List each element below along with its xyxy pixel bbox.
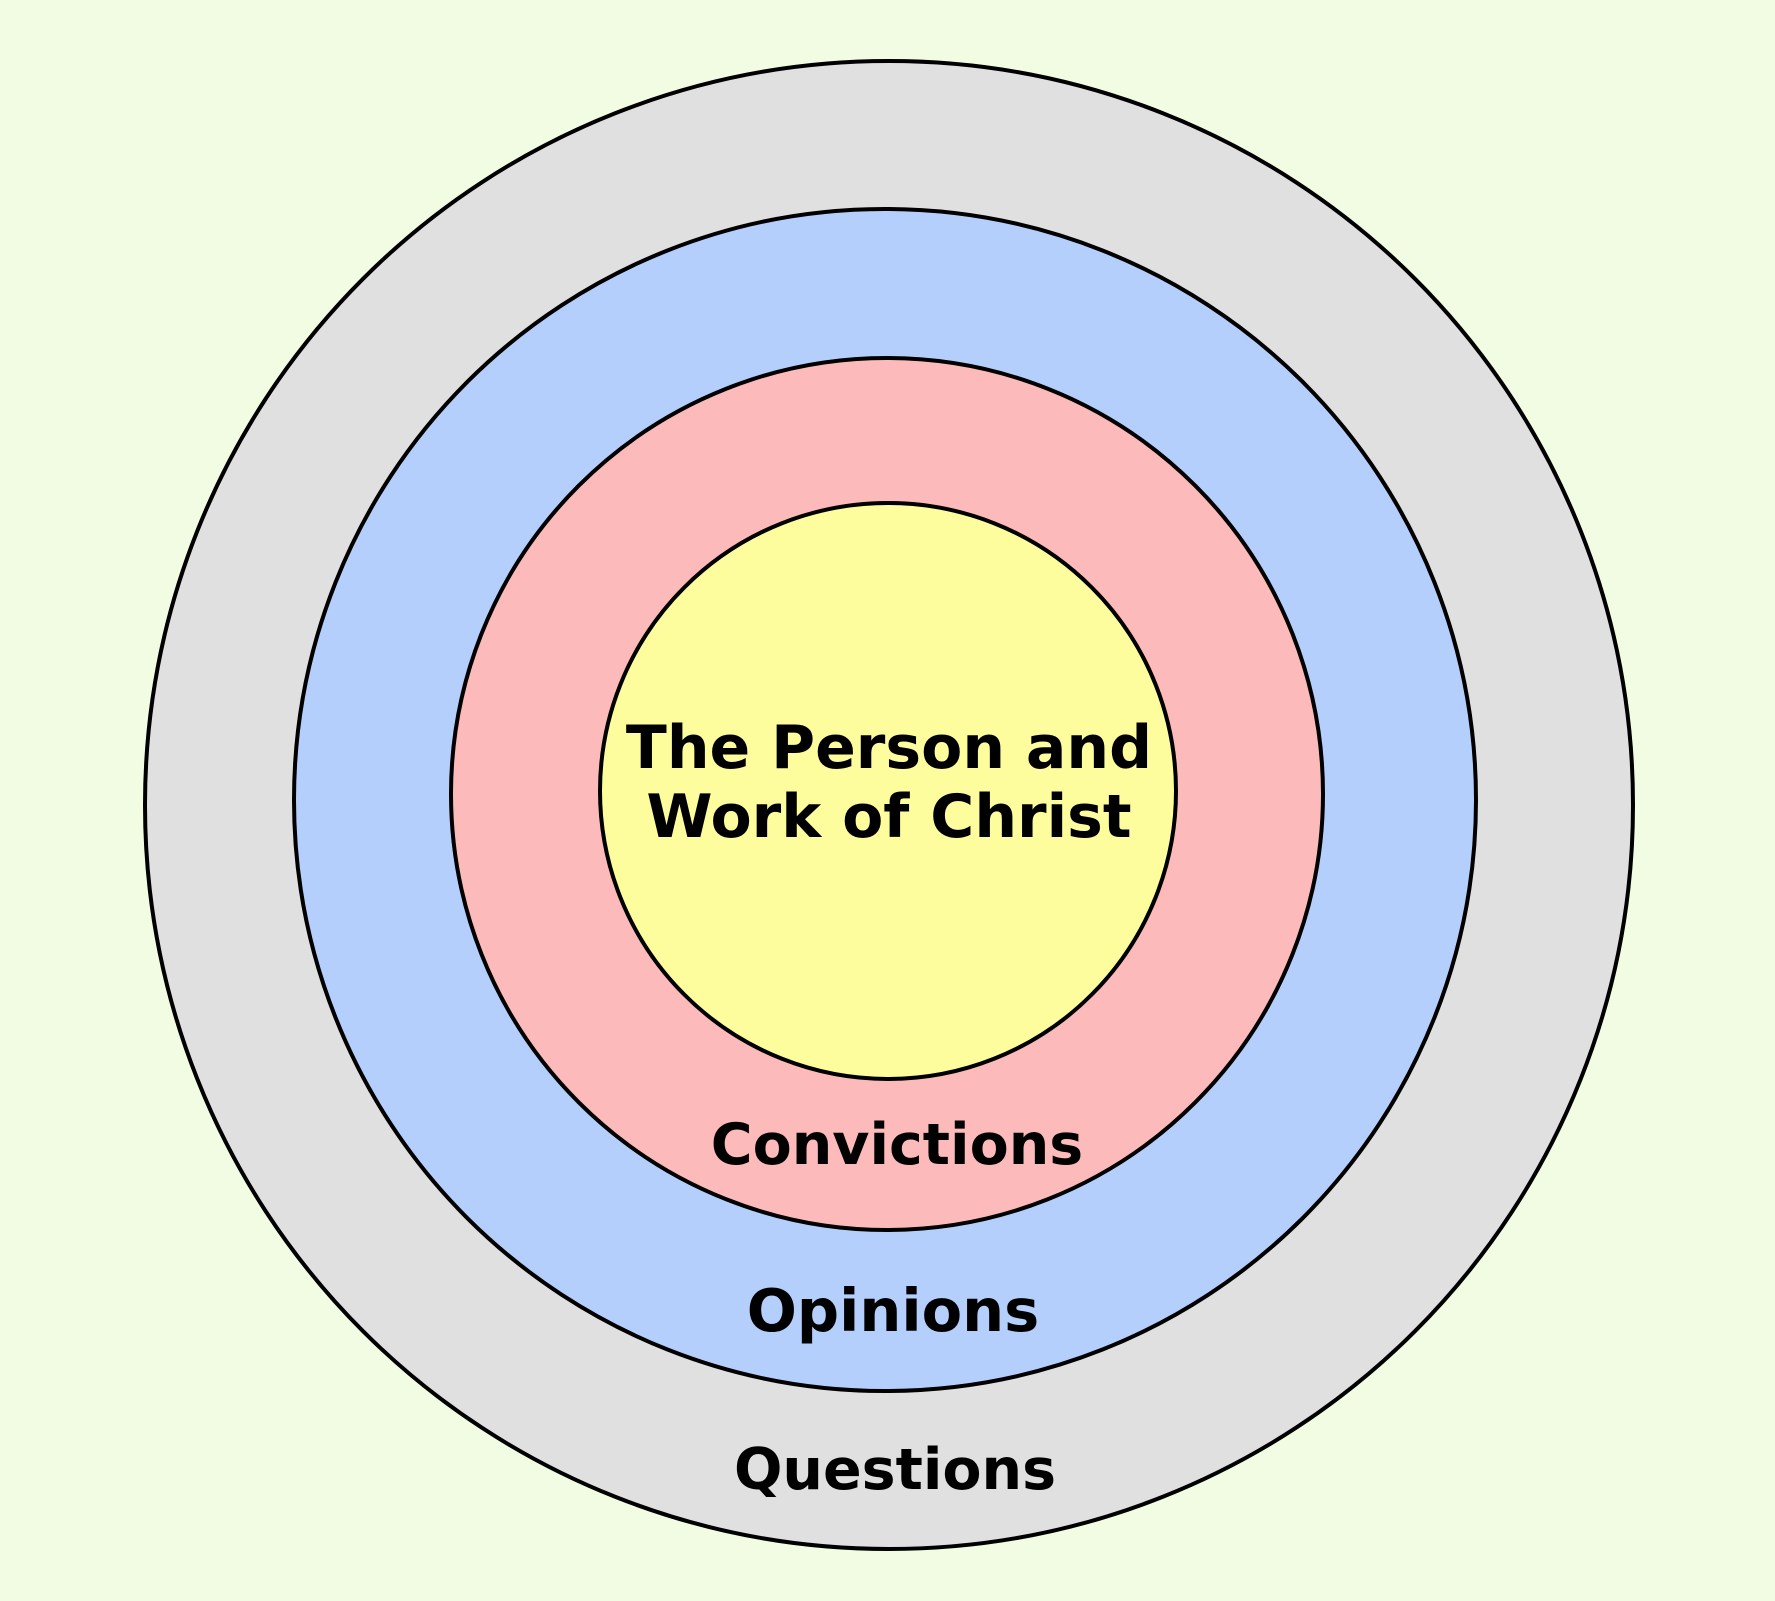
questions-label: Questions [734,1437,1056,1503]
core-label-line-1: The Person and [626,713,1152,783]
core-label-line-2: Work of Christ [646,782,1131,852]
core-circle [598,501,1178,1081]
opinions-label: Opinions [747,1276,1040,1345]
convictions-label: Convictions [711,1112,1084,1178]
